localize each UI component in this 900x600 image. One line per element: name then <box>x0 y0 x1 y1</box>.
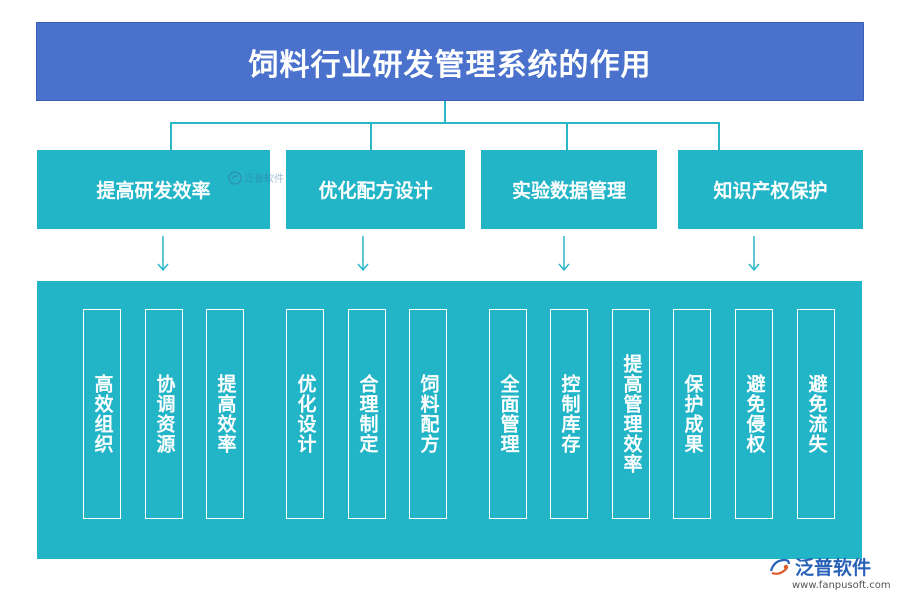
item-label: 饲料配方 <box>417 374 440 454</box>
item-label: 避免侵权 <box>743 374 766 454</box>
item-label: 保护成果 <box>681 374 704 454</box>
item-box: 合理制定 <box>348 309 386 519</box>
connector-drop-2 <box>370 122 372 150</box>
fanpu-logo-icon <box>228 170 242 185</box>
diagram-title-bar: 饲料行业研发管理系统的作用 <box>36 22 864 101</box>
category-label: 实验数据管理 <box>511 180 626 202</box>
category-label: 提高研发效率 <box>96 180 211 202</box>
item-label: 控制库存 <box>558 374 581 454</box>
category-label: 知识产权保护 <box>713 180 828 202</box>
item-box: 饲料配方 <box>409 309 447 519</box>
connector-drop-3 <box>566 122 568 150</box>
diagram-title: 饲料行业研发管理系统的作用 <box>248 47 652 83</box>
fanpu-logo: 泛普软件 <box>768 553 871 580</box>
item-label: 全面管理 <box>497 374 520 454</box>
connector-trunk <box>444 101 446 123</box>
connector-horizontal <box>170 122 720 124</box>
watermark-small-text: 泛普软件 <box>244 174 284 185</box>
item-label: 高效组织 <box>91 374 114 454</box>
logo-url: www.fanpusoft.com <box>792 580 891 591</box>
category-box-research-efficiency: 提高研发效率 <box>37 150 270 229</box>
down-arrow-icon <box>748 236 760 272</box>
category-label: 优化配方设计 <box>318 180 433 202</box>
item-box: 优化设计 <box>286 309 324 519</box>
item-box: 全面管理 <box>489 309 527 519</box>
item-label: 提高效率 <box>214 374 237 454</box>
item-box: 保护成果 <box>673 309 711 519</box>
item-box: 协调资源 <box>145 309 183 519</box>
down-arrow-icon <box>357 236 369 272</box>
item-box: 高效组织 <box>83 309 121 519</box>
item-label: 提高管理效率 <box>620 354 643 474</box>
item-label: 优化设计 <box>294 374 317 454</box>
item-label: 合理制定 <box>356 374 379 454</box>
down-arrow-icon <box>157 236 169 272</box>
item-box: 提高效率 <box>206 309 244 519</box>
category-box-ip-protection: 知识产权保护 <box>678 150 863 229</box>
item-box: 避免流失 <box>797 309 835 519</box>
item-box: 提高管理效率 <box>612 309 650 519</box>
item-label: 避免流失 <box>805 374 828 454</box>
items-panel <box>37 281 862 559</box>
category-box-formula-design: 优化配方设计 <box>286 150 465 229</box>
connector-drop-4 <box>718 122 720 150</box>
item-box: 控制库存 <box>550 309 588 519</box>
connector-drop-1 <box>170 122 172 150</box>
down-arrow-icon <box>558 236 570 272</box>
item-box: 避免侵权 <box>735 309 773 519</box>
category-box-experiment-data: 实验数据管理 <box>481 150 657 229</box>
item-label: 协调资源 <box>153 374 176 454</box>
logo-name: 泛普软件 <box>795 557 872 579</box>
fanpu-logo-icon <box>769 558 791 575</box>
watermark-small: 泛普软件 <box>228 170 284 185</box>
